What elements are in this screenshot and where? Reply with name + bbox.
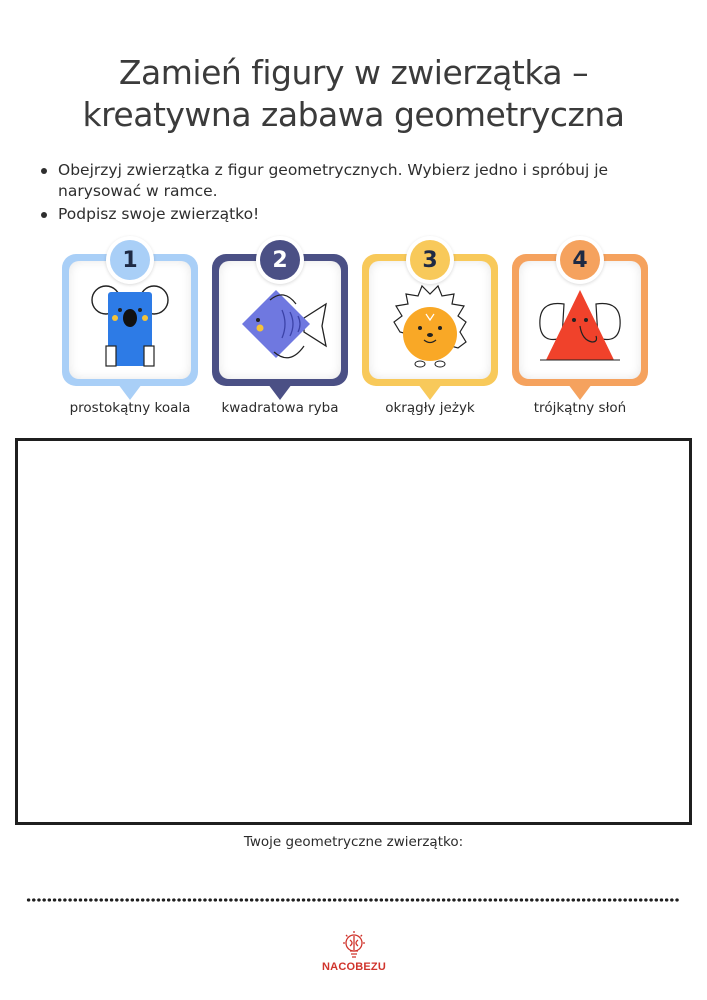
fish-square-icon [242,290,327,359]
card-elephant: 4 trójkątny słoń [512,236,648,426]
instructions-list: Obejrzyj zwierzątka z figur geometryczny… [38,160,658,227]
badge-number: 2 [260,240,300,280]
hedgehog-circle-icon [393,284,467,368]
instruction-item: Obejrzyj zwierzątka z figur geometryczny… [38,160,658,202]
card-label: prostokątny koala [69,400,191,416]
card-label: okrągły jeżyk [385,400,475,416]
number-badge: 4 [556,236,604,284]
koala-rectangle-icon [91,285,169,367]
number-badge: 1 [106,236,154,284]
card-hedgehog: 3 okrągły jeżyk [362,236,498,426]
animal-cards: 1 prostokątny koala 2 [0,236,707,426]
card-label: kwadratowa ryba [221,400,339,416]
elephant-triangle-icon [539,290,621,361]
number-badge: 3 [406,236,454,284]
title-line-1: Zamień figury w zwierzątka – [118,53,589,92]
badge-number: 1 [110,240,150,280]
title-line-2: kreatywna zabawa geometryczna [82,95,625,134]
logo-text: NACOBEZU [322,961,386,973]
number-badge: 2 [256,236,304,284]
card-koala: 1 prostokątny koala [62,236,198,426]
card-label: trójkątny słoń [533,400,627,416]
badge-number: 4 [560,240,600,280]
card-fish: 2 kwadratowa ryba [212,236,348,426]
drawing-area-label: Twoje geometryczne zwierzątko: [243,834,464,850]
logo: NACOBEZU [314,930,394,980]
card-pointer [418,384,442,400]
page-title: Zamień figury w zwierzątka – kreatywna z… [0,52,707,136]
drawing-area[interactable] [15,438,692,825]
lightbulb-brain-icon [343,931,365,958]
badge-number: 3 [410,240,450,280]
card-pointer [118,384,142,400]
card-pointer [568,384,592,400]
signature-dotted-line [26,897,680,903]
card-pointer [268,384,292,400]
instruction-item: Podpisz swoje zwierzątko! [38,204,658,225]
